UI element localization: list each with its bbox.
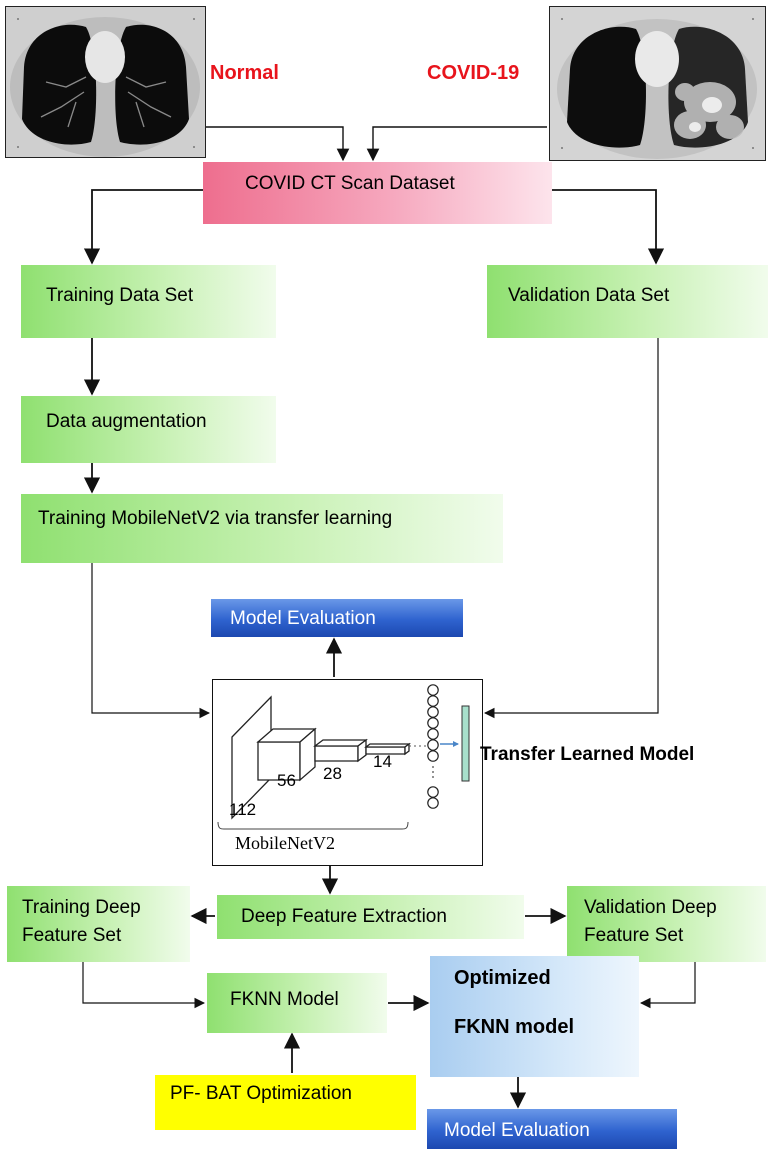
training-deep-feature-box [7, 886, 190, 962]
optimized-fknn-label-line1: Optimized [454, 967, 551, 989]
normal-lungs-graphic [6, 7, 205, 157]
validation-set-label: Validation Data Set [508, 285, 670, 306]
optimized-fknn-box [430, 956, 639, 1077]
optimized-fknn-label-line2: FKNN model [454, 1016, 574, 1038]
dataset-label: COVID CT Scan Dataset [245, 173, 455, 194]
fknn-model-label: FKNN Model [230, 989, 339, 1010]
arrow-validation-deep-to-optimized [639, 962, 696, 1009]
model-evaluation-bottom-label: Model Evaluation [444, 1120, 590, 1141]
model-evaluation-top-label: Model Evaluation [230, 608, 376, 629]
validation-deep-feature-box [567, 886, 766, 962]
training-mobilenet-box [21, 494, 503, 563]
deep-feature-extraction-label: Deep Feature Extraction [241, 906, 447, 927]
validation-set-box [487, 265, 768, 338]
network-diagram-box [212, 679, 483, 866]
training-deep-feature-label-line2: Feature Set [22, 925, 122, 946]
pf-bat-optimization-box [155, 1075, 416, 1130]
deep-feature-extraction-box [217, 895, 524, 939]
arrow-mobilenet-to-network [91, 563, 211, 719]
network-dim-14: 14 [373, 752, 392, 771]
arrow-covid-to-dataset [366, 126, 547, 162]
validation-deep-feature-label-line1: Validation Deep [584, 897, 717, 918]
validation-deep-feature-label-line2: Feature Set [584, 925, 684, 946]
training-deep-feature-label-line1: Training Deep [22, 897, 141, 918]
dataset-box [203, 162, 552, 224]
model-evaluation-bottom-box [427, 1109, 677, 1149]
arrow-validation-to-network [483, 337, 659, 719]
network-caption: MobileNetV2 [235, 833, 335, 853]
normal-label: Normal [210, 62, 279, 84]
augmentation-label: Data augmentation [46, 411, 207, 432]
covid-ct-scan-image [549, 6, 766, 161]
model-evaluation-top-box [211, 599, 463, 637]
fknn-model-box [207, 973, 387, 1033]
augmentation-box [21, 396, 276, 463]
network-dim-56: 56 [277, 771, 296, 790]
normal-ct-scan-image [5, 6, 206, 158]
training-mobilenet-label: Training MobileNetV2 via transfer learni… [38, 508, 393, 529]
network-dim-112: 112 [229, 800, 257, 819]
training-set-label: Training Data Set [46, 285, 194, 306]
arrow-dataset-to-validation [552, 189, 665, 265]
covid-label: COVID-19 [427, 62, 520, 84]
transfer-learned-model-label: Transfer Learned Model [480, 744, 695, 765]
arrow-normal-to-dataset [206, 126, 350, 162]
pf-bat-optimization-label: PF- BAT Optimization [170, 1083, 352, 1104]
network-dim-28: 28 [323, 764, 342, 783]
training-set-box [21, 265, 276, 338]
covid-lungs-graphic [550, 7, 765, 160]
arrow-training-deep-to-fknn [82, 962, 206, 1009]
arrow-dataset-to-training [83, 189, 203, 265]
